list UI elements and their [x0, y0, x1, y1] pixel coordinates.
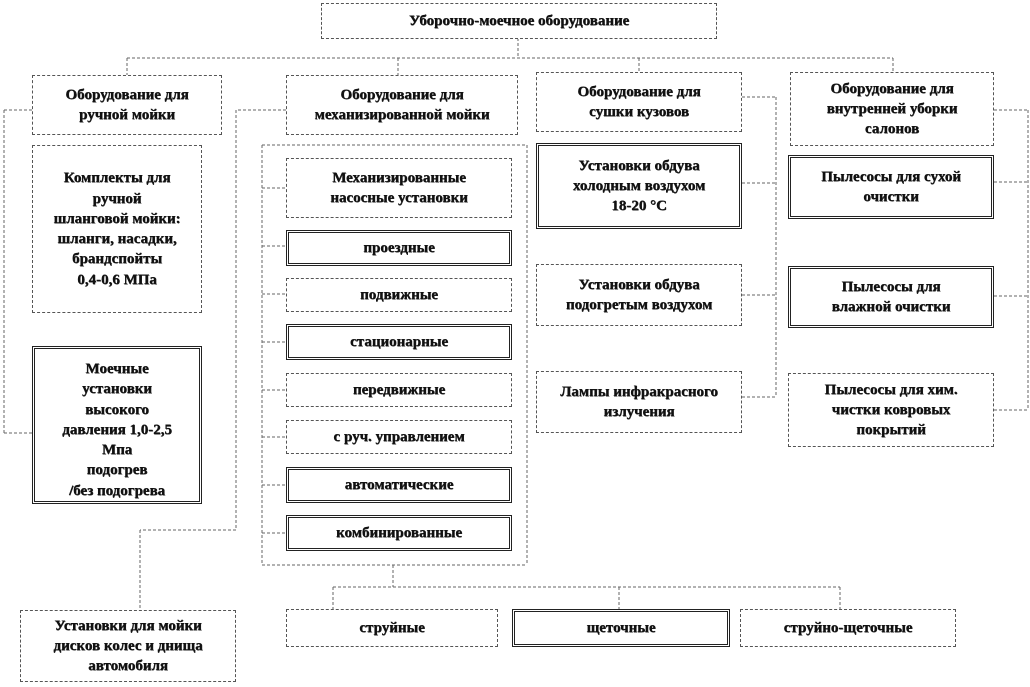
node-label: Пылесосы для хим. чистки ковровых покрыт…	[824, 381, 958, 439]
root-node: Уборочно-моечное оборудование	[321, 3, 717, 39]
node-label: Лампы инфракрасного излучения	[560, 383, 718, 420]
category-label: Оборудование для сушки кузовов	[577, 83, 701, 120]
node-label: струйные	[359, 619, 425, 636]
node-label: комбинированные	[335, 524, 463, 541]
node-label: щеточные	[586, 619, 656, 636]
vacuum-dry: Пылесосы для сухой очистки	[788, 155, 994, 219]
category-label: Оборудование для внутренней уборки салон…	[826, 80, 958, 138]
mech-type-combined: комбинированные	[286, 515, 512, 551]
mech-type-automatic: автоматические	[286, 467, 512, 503]
mode-jet-brush: струйно-щеточные	[740, 609, 956, 647]
node-label: Моечные установки высокого давления 1,0-…	[62, 361, 172, 499]
mechanized-pump-units: Механизированные насосные установки	[286, 158, 512, 218]
mech-type-drive-through: проездные	[286, 230, 512, 266]
node-label: Пылесосы для сухой очистки	[821, 168, 961, 205]
node-label: Установки обдува подогретым воздухом	[565, 276, 713, 313]
category-label: Оборудование для механизированной мойки	[314, 86, 490, 123]
mode-jet: струйные	[286, 609, 498, 647]
node-label: Пылесосы для влажной очистки	[831, 278, 951, 315]
drying-infrared-lamps: Лампы инфракрасного излучения	[536, 371, 742, 433]
node-label: Механизированные насосные установки	[330, 169, 468, 206]
mech-type-portable: передвижные	[286, 373, 512, 407]
vacuum-chemical-carpet: Пылесосы для хим. чистки ковровых покрыт…	[788, 373, 994, 447]
node-label: с руч. управлением	[333, 428, 465, 445]
vacuum-wet: Пылесосы для влажной очистки	[788, 266, 994, 328]
drying-cold-air: Установки обдува холодным воздухом 18-20…	[536, 143, 742, 229]
root-label: Уборочно-моечное оборудование	[408, 12, 630, 29]
high-pressure-washers: Моечные установки высокого давления 1,0-…	[32, 346, 202, 504]
wheel-underbody-washers: Установки для мойки дисков колес и днища…	[20, 610, 236, 682]
node-label: струйно-щеточные	[783, 619, 913, 636]
node-label: Установки для мойки дисков колес и днища…	[53, 617, 203, 675]
category-mechanized-washing: Оборудование для механизированной мойки	[286, 75, 518, 135]
mech-type-stationary: стационарные	[286, 324, 512, 360]
category-label: Оборудование для ручной мойки	[65, 86, 189, 123]
node-label: Комплекты для ручной шланговой мойки: шл…	[53, 170, 181, 288]
category-interior-cleaning: Оборудование для внутренней уборки салон…	[790, 72, 994, 146]
node-label: подвижные	[360, 286, 438, 303]
mech-type-movable: подвижные	[286, 278, 512, 312]
category-manual-washing: Оборудование для ручной мойки	[32, 75, 222, 135]
node-label: передвижные	[352, 381, 446, 398]
node-label: проездные	[363, 239, 435, 256]
node-label: Установки обдува холодным воздухом 18-20…	[572, 157, 706, 215]
node-label: автоматические	[344, 476, 454, 493]
node-label: стационарные	[350, 333, 448, 350]
mech-type-manual-control: с руч. управлением	[286, 420, 512, 454]
drying-warm-air: Установки обдува подогретым воздухом	[536, 264, 742, 326]
manual-hose-kits: Комплекты для ручной шланговой мойки: шл…	[32, 145, 202, 313]
mode-brush: щеточные	[512, 609, 730, 647]
category-body-drying: Оборудование для сушки кузовов	[536, 72, 742, 132]
